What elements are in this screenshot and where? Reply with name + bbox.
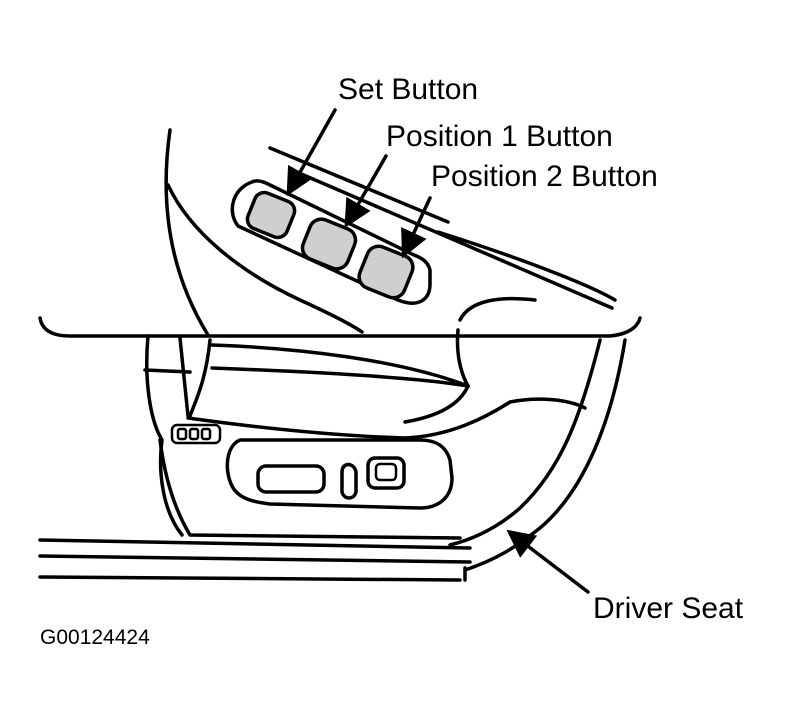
set-button-face xyxy=(245,190,297,240)
driver-seat-label: Driver Seat xyxy=(593,592,744,625)
position-1-button-label: Position 1 Button xyxy=(386,120,613,153)
figure-id: G00124424 xyxy=(40,626,150,649)
door-trim-panel xyxy=(164,128,617,337)
power-seat-control-panel xyxy=(225,438,454,510)
leader-arrows xyxy=(286,108,590,594)
set-button-arrow xyxy=(286,108,337,197)
position-2-button-face xyxy=(357,244,415,300)
set-button-label: Set Button xyxy=(338,73,478,106)
position-1-button-face xyxy=(300,217,358,271)
section-cut-line xyxy=(38,316,642,338)
small-seat-switch xyxy=(170,423,222,445)
position-2-button-arrow xyxy=(401,196,432,259)
position-1-button-arrow xyxy=(344,154,388,229)
driver-seat-arrow xyxy=(506,529,590,594)
position-2-button-label: Position 2 Button xyxy=(431,160,658,193)
floor-sill xyxy=(38,538,472,582)
memory-switch-panel xyxy=(230,179,432,305)
driver-seat-outline xyxy=(143,328,627,572)
